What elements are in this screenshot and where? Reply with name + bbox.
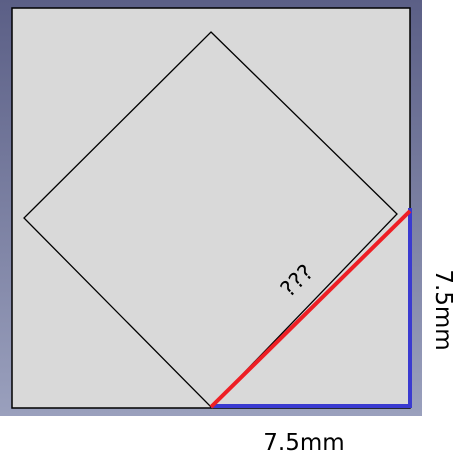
right-measure-label: 7.5mm: [430, 269, 456, 350]
bottom-measure-label: 7.5mm: [263, 430, 344, 456]
unknown-edge: [209, 209, 412, 409]
outer-square: [11, 7, 411, 409]
